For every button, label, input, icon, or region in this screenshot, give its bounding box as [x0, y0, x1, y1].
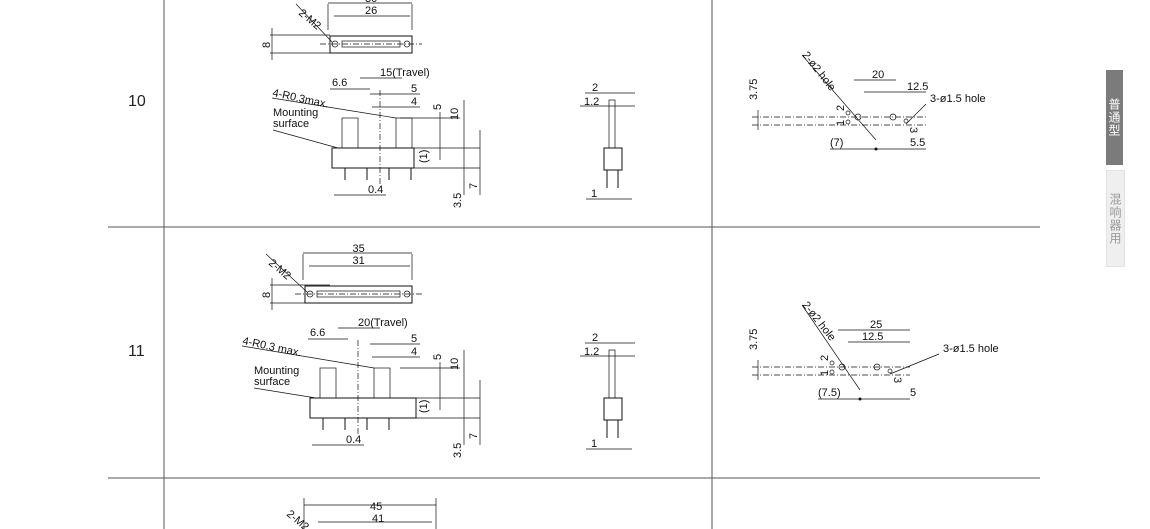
pin-3-label: 3 [891, 377, 903, 383]
dimension-line [241, 345, 375, 369]
pcb-left-dim: (7) [830, 137, 843, 149]
dim-v7: 7 [468, 183, 480, 189]
overall-length-dim: 30 [365, 0, 377, 5]
height-dim: 8 [261, 292, 273, 298]
side-dim-b: 1.2 [584, 96, 599, 108]
side-dim-a: 2 [592, 332, 598, 344]
side-shaft [608, 99, 616, 149]
side-shaft [608, 349, 616, 399]
category-tabs: 普通型 混响器用 [1106, 70, 1150, 272]
side-body [603, 147, 623, 171]
dim-v7: 7 [468, 433, 480, 439]
pcb-hole-2 [829, 360, 835, 366]
overall-length-dim: 45 [370, 501, 382, 513]
pin-1-label: 1 [835, 120, 847, 126]
dim-v35: 3.5 [452, 443, 464, 458]
pcb-hole-3 [903, 118, 909, 124]
pcb-right-dim: 5 [910, 387, 916, 399]
pcb-height-dim: 3.75 [748, 79, 760, 100]
pin-1-label: 1 [819, 370, 831, 376]
screw-label: 2-M2 [266, 257, 293, 282]
dim-v1: (1) [418, 400, 430, 413]
mounting-label: Mounting [254, 365, 299, 377]
overall-length-dim: 35 [353, 243, 365, 255]
pcb-height-dim: 3.75 [748, 329, 760, 350]
pcb-mount-hole [838, 363, 846, 371]
dimension-line [265, 253, 308, 293]
mount-pitch-dim: 41 [372, 513, 384, 525]
pcb-mount-hole [854, 113, 862, 121]
shaft-left [341, 117, 359, 149]
dimension-line [905, 103, 927, 125]
dim-4: 4 [411, 96, 417, 108]
small-hole-label: 3-ø1.5 hole [943, 343, 999, 355]
pin-2-label: 2 [819, 355, 831, 361]
side-dim-c: 1 [591, 188, 597, 200]
pcb-hole-3 [887, 368, 893, 374]
width-dim: 6.6 [332, 77, 347, 89]
tab-reverb[interactable]: 混响器用 [1106, 170, 1125, 267]
pin-dim: 0.4 [368, 184, 383, 196]
pin-2-label: 2 [835, 105, 847, 111]
side-body [603, 397, 623, 421]
pcb-left-dim: (7.5) [818, 387, 841, 399]
top-view-body [329, 35, 413, 54]
mount-pitch-dim: 31 [353, 255, 365, 267]
travel-dim: 15(Travel) [380, 67, 430, 79]
pcb-pitch-dim: 12.5 [907, 81, 928, 93]
shaft-left [319, 367, 337, 399]
pcb-mount-hole [889, 113, 897, 121]
pcb-right-dim: 5.5 [910, 137, 925, 149]
pcb-hole-2 [845, 110, 851, 116]
big-hole-label: 2-ø2 hole [800, 299, 838, 343]
pcb-span-dim: 20 [872, 69, 884, 81]
top-view-body [304, 285, 413, 304]
center-mark [858, 397, 862, 401]
dim-v5: 5 [432, 104, 444, 110]
dim-5: 5 [411, 333, 417, 345]
mounting-label: surface [254, 376, 290, 388]
shaft-right [395, 117, 413, 149]
dimension-line [889, 353, 940, 375]
travel-dim: 20(Travel) [358, 317, 408, 329]
dim-v35: 3.5 [452, 193, 464, 208]
row-number: 10 [128, 93, 146, 110]
dim-5: 5 [411, 83, 417, 95]
small-hole-label: 3-ø1.5 hole [930, 93, 986, 105]
big-hole-label: 2-ø2 hole [800, 49, 838, 93]
row-number: 11 [128, 343, 145, 360]
dimension-line [801, 54, 877, 141]
dim-v10: 10 [449, 108, 461, 120]
shaft-right [373, 367, 391, 399]
side-dim-b: 1.2 [584, 346, 599, 358]
dimension-line [272, 129, 339, 149]
pcb-hole-1 [845, 119, 851, 125]
pcb-hole-1 [829, 369, 835, 375]
pcb-pitch-dim: 12.5 [862, 331, 883, 343]
dimension-line [295, 3, 333, 43]
dimension-line [801, 304, 861, 391]
mounting-label: surface [273, 118, 309, 130]
dim-4: 4 [411, 346, 417, 358]
dimension-line [271, 97, 397, 119]
pcb-mount-hole [873, 363, 881, 371]
mounting-label: Mounting [273, 107, 318, 119]
dimension-line [253, 387, 317, 399]
mount-pitch-dim: 26 [365, 5, 377, 17]
pcb-span-dim: 25 [870, 319, 882, 331]
front-body [309, 397, 417, 419]
pin-3-label: 3 [907, 127, 919, 133]
dim-v1: (1) [418, 150, 430, 163]
height-dim: 8 [261, 42, 273, 48]
pin-dim: 0.4 [346, 434, 361, 446]
side-dim-c: 1 [591, 438, 597, 450]
front-body [331, 147, 415, 169]
screw-label: 2-M2 [284, 508, 311, 529]
center-mark [874, 147, 878, 151]
tab-standard[interactable]: 普通型 [1106, 70, 1123, 165]
dim-v10: 10 [449, 358, 461, 370]
side-dim-a: 2 [592, 82, 598, 94]
width-dim: 6.6 [310, 327, 325, 339]
dim-v5: 5 [432, 354, 444, 360]
